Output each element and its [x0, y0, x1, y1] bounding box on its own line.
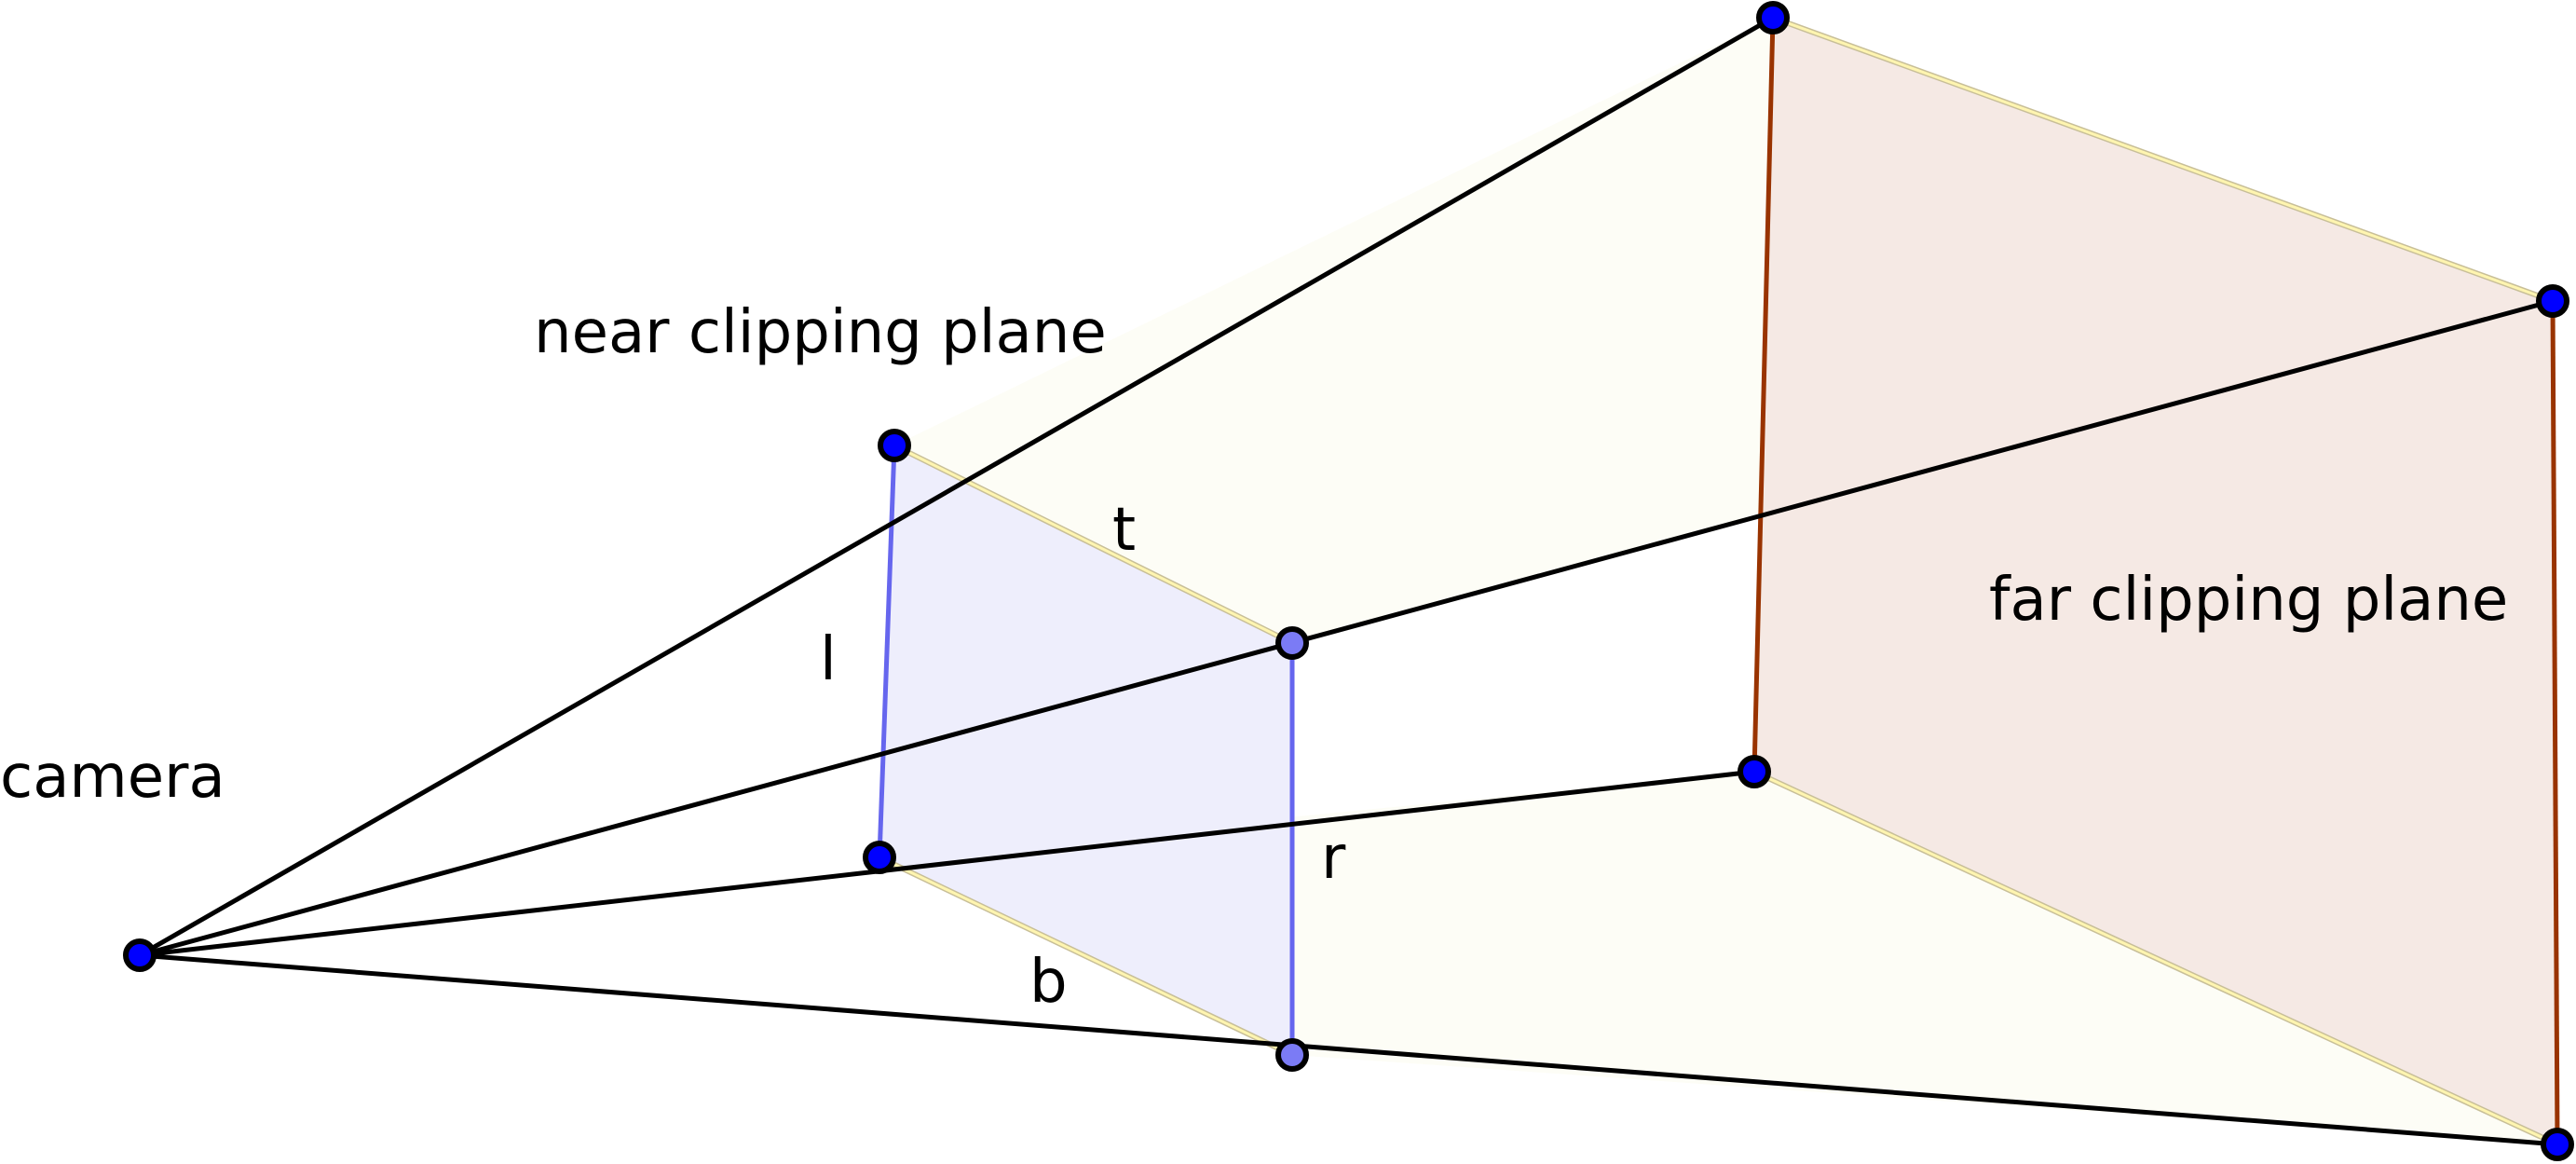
right-label: r — [1321, 824, 1346, 893]
near-tl-point — [878, 429, 911, 462]
near-tr-point — [1275, 626, 1309, 660]
camera-point — [123, 938, 157, 972]
camera-label: camera — [0, 743, 225, 812]
far-right-edge — [2550, 300, 2560, 1145]
left-label: l — [820, 625, 837, 694]
far-bl-point — [1738, 755, 1771, 788]
far-tr-point — [2536, 284, 2569, 318]
camera-rays — [138, 15, 2558, 1147]
far-tl-point — [1756, 1, 1790, 34]
bottom-label: b — [1029, 948, 1068, 1017]
near-plane-label: near clipping plane — [534, 298, 1107, 367]
near-clipping-plane — [879, 445, 1292, 1055]
near-bl-point — [863, 841, 896, 874]
far-br-point — [2541, 1128, 2574, 1161]
far-plane-label: far clipping plane — [1989, 566, 2508, 635]
plane-horizontal-edges — [878, 15, 2559, 1147]
near-left-edge — [877, 445, 897, 858]
far-left-edge — [1751, 17, 1776, 773]
top-label: t — [1112, 496, 1136, 565]
near-br-point — [1275, 1038, 1309, 1072]
